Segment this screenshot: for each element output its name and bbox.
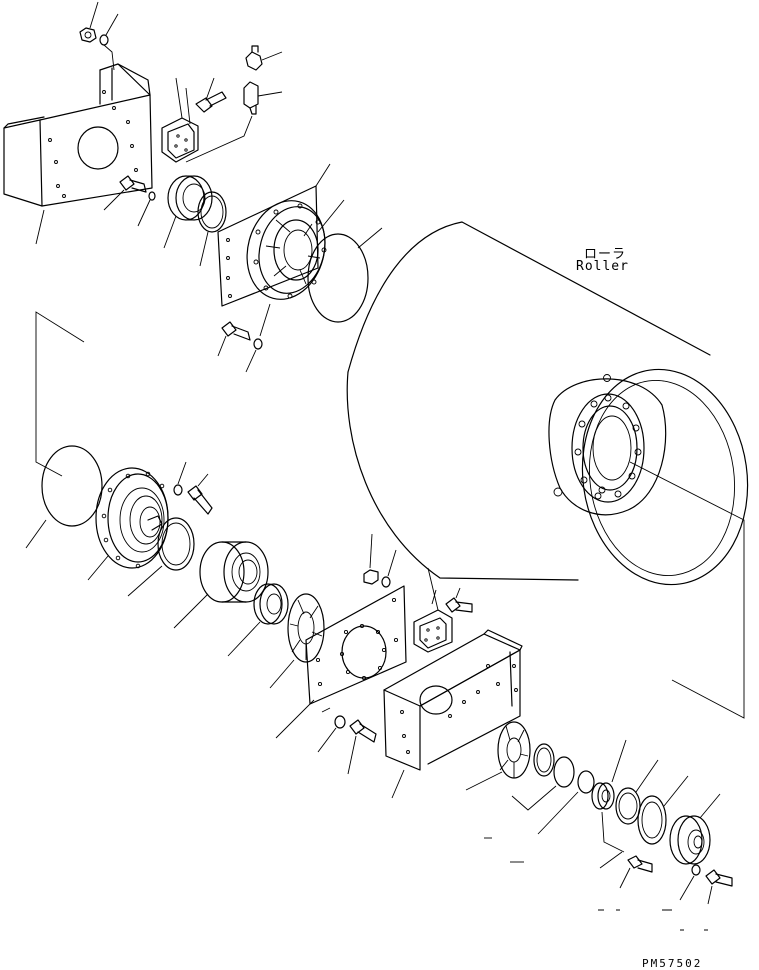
- bolt: [347, 719, 377, 775]
- drawing-code: PM57502: [642, 957, 703, 970]
- bolt: [445, 587, 473, 613]
- frame-left: [3, 63, 153, 245]
- roller-drum: [346, 221, 749, 719]
- o-ring: [197, 191, 227, 267]
- bolt: [103, 175, 147, 211]
- bearing: [227, 583, 289, 657]
- cover-plate: [161, 77, 199, 163]
- roller-label-japanese: ローラ: [584, 247, 627, 262]
- bolt: [187, 473, 213, 515]
- dash-marks: [484, 837, 708, 931]
- roller-label-english: Roller: [576, 259, 629, 274]
- washer: [245, 303, 271, 373]
- washer: [99, 13, 119, 71]
- leader-bracket: [35, 311, 85, 477]
- washer: [173, 461, 187, 496]
- hydraulic-fitting: [185, 45, 283, 163]
- nut: [363, 533, 379, 585]
- bearing: [591, 739, 627, 853]
- rubber-damper: [465, 721, 531, 791]
- washer: [317, 707, 346, 753]
- frame-left-holes: [48, 90, 138, 198]
- plate-right: [275, 585, 407, 739]
- bolt: [705, 869, 733, 905]
- bearing-housing: [173, 541, 269, 629]
- washer: [137, 191, 156, 227]
- shim: [537, 770, 595, 835]
- o-ring: [511, 756, 575, 811]
- washer: [679, 864, 701, 901]
- washer: [381, 549, 397, 588]
- end-cap: [637, 775, 689, 845]
- frame-right: [383, 629, 523, 799]
- plate-left: [217, 163, 331, 307]
- bolt: [195, 77, 227, 113]
- hub-flange: [246, 199, 345, 300]
- hub-bolt-holes: [574, 394, 642, 500]
- bearing-housing: [163, 175, 213, 249]
- bolt: [217, 321, 251, 357]
- hub-flange: [87, 467, 169, 581]
- o-ring: [25, 445, 103, 549]
- seal-ring: [127, 517, 195, 597]
- nut: [79, 1, 99, 43]
- seal-ring: [533, 743, 555, 777]
- cover-plate: [413, 567, 453, 653]
- rubber-damper: [269, 593, 325, 689]
- seal-ring: [615, 759, 659, 825]
- bolt: [599, 851, 653, 889]
- seal-ring: [307, 227, 383, 323]
- end-cap: [669, 793, 721, 865]
